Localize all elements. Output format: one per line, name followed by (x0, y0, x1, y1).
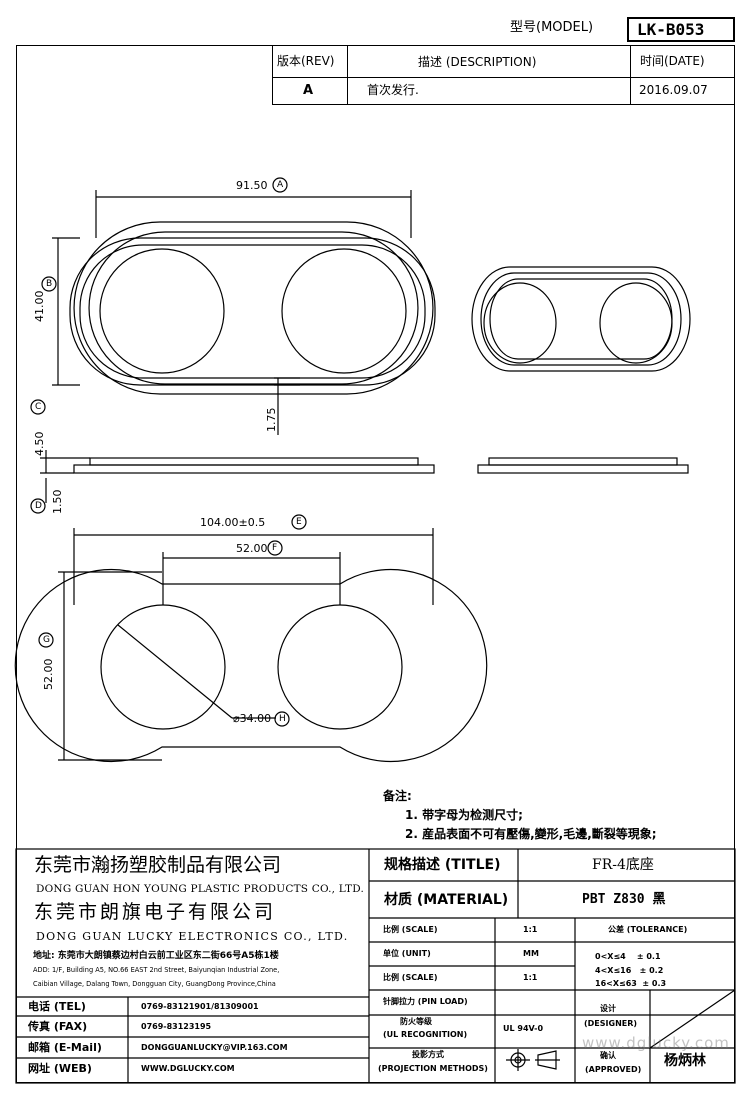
title-value: FR-4底座 (592, 857, 654, 873)
pin-load-label: 针脚拉力 (PIN LOAD) (383, 997, 468, 1006)
marker-b: B (46, 279, 53, 289)
marker-e: E (296, 517, 302, 527)
company-cn-1: 东莞市瀚扬塑胶制品有限公司 (34, 854, 282, 876)
note-1: 1. 带字母为检测尺寸; (405, 808, 523, 822)
scale2-value: 1:1 (523, 973, 538, 982)
web-label: 网址 (WEB) (28, 1062, 92, 1075)
company-en-2: DONG GUAN LUCKY ELECTRONICS CO., LTD. (36, 930, 349, 943)
ul-value: UL 94V-0 (503, 1024, 544, 1033)
watermark: www.dglucky.com (582, 1034, 730, 1052)
notes-title: 备注: (383, 789, 412, 803)
title-block-lines (15, 848, 736, 1084)
marker-c: C (35, 402, 42, 412)
ul-label-cn: 防火等级 (400, 1017, 432, 1026)
tolerance-3: 16<X≤63 ± 0.3 (595, 979, 667, 988)
tel-value: 0769-83121901/81309001 (141, 1002, 259, 1011)
marker-f: F (272, 543, 278, 553)
tel-label: 电话 (TEL) (28, 1000, 86, 1013)
marker-d: D (35, 501, 42, 511)
marker-h: H (279, 714, 286, 724)
projection-label-en: (PROJECTION METHODS) (378, 1064, 488, 1073)
designer-label-en: (DESIGNER) (584, 1019, 638, 1028)
tolerance-label: 公差 (TOLERANCE) (608, 925, 688, 934)
date-value: 2016.09.07 (639, 83, 708, 97)
rev-divider-1 (347, 45, 348, 105)
bottom-view (14, 528, 488, 763)
marker-circles (30, 177, 307, 727)
dim-bottom-width: 104.00±0.5 (200, 516, 266, 529)
rev-value: A (303, 83, 314, 98)
address-cn: 地址: 东莞市大朗镇蔡边村白云前工业区东二街66号A5栋1楼 (33, 951, 279, 961)
unit-value: MM (523, 949, 539, 958)
rev-header: 版本(REV) (277, 54, 335, 68)
tolerance-2: 4<X≤16 ± 0.2 (595, 966, 664, 975)
email-value: DONGGUANLUCKY@VIP.163.COM (141, 1043, 288, 1052)
approved-label-en: (APPROVED) (585, 1065, 642, 1074)
top-view (52, 190, 436, 435)
model-label: 型号(MODEL) (510, 20, 594, 35)
scale1-value: 1:1 (523, 925, 538, 934)
dim-top-width: 91.50 (236, 179, 268, 192)
ul-label-en: (UL RECOGNITION) (383, 1030, 468, 1039)
designer-label-cn: 设计 (600, 1004, 616, 1013)
approved-label-cn: 确认 (600, 1051, 616, 1060)
dim-hole-diameter: ⌀34.00 (233, 712, 272, 725)
company-cn-2: 东莞市朗旗电子有限公司 (34, 901, 277, 923)
marker-a: A (277, 180, 284, 190)
address-en-1: ADD: 1/F, Building A5, NO.66 EAST 2nd St… (33, 966, 280, 974)
scale1-label: 比例 (SCALE) (383, 925, 438, 934)
desc-header: 描述 (DESCRIPTION) (418, 55, 537, 69)
material-value: PBT Z830 黑 (582, 892, 666, 907)
web-value: WWW.DGLUCKY.COM (141, 1064, 235, 1073)
fax-value: 0769-83123195 (141, 1022, 212, 1031)
revision-table (272, 45, 735, 105)
material-label: 材质 (MATERIAL) (384, 892, 509, 908)
side-views (40, 450, 689, 503)
iso-view (471, 266, 691, 372)
marker-g: G (43, 635, 50, 645)
note-2: 2. 産品表面不可有壓傷,變形,毛邊,斷裂等現象; (405, 827, 657, 841)
date-header: 时间(DATE) (640, 54, 705, 68)
dim-center-distance: 52.00 (236, 542, 268, 555)
scale2-label: 比例 (SCALE) (383, 973, 438, 982)
company-en-1: DONG GUAN HON YOUNG PLASTIC PRODUCTS CO.… (36, 883, 365, 895)
desc-value: 首次发行. (367, 83, 419, 97)
approver-name: 杨炳林 (664, 1053, 706, 1069)
projection-label-cn: 投影方式 (412, 1050, 444, 1059)
rev-divider-h (272, 77, 735, 78)
fax-label: 传真 (FAX) (28, 1020, 88, 1033)
model-number: LK-B053 (637, 20, 705, 39)
email-label: 邮箱 (E-Mail) (28, 1041, 102, 1054)
address-en-2: Caibian Village, Dalang Town, Dongguan C… (33, 980, 276, 988)
rev-divider-2 (630, 45, 631, 105)
model-box: LK-B053 (627, 17, 735, 42)
title-label: 规格描述 (TITLE) (384, 857, 501, 873)
unit-label: 单位 (UNIT) (383, 949, 431, 958)
tolerance-1: 0<X≤4 ± 0.1 (595, 952, 661, 961)
